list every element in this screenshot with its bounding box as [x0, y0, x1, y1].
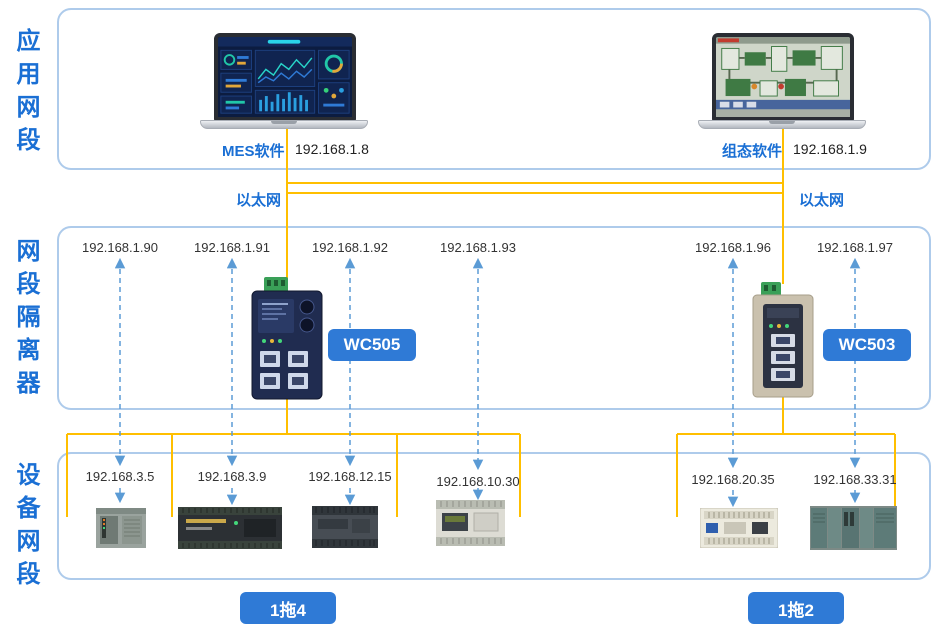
laptop-notch	[769, 121, 795, 124]
mes-software-label: MES软件	[222, 143, 285, 160]
mes-dashboard-screen	[214, 33, 356, 121]
mes-dashboard-screenshot	[218, 37, 352, 117]
ip-label-device: 192.168.10.30	[436, 474, 520, 489]
ip-label-device: 192.168.3.9	[197, 469, 267, 484]
ip-label-device: 192.168.12.15	[308, 469, 392, 484]
ip-label-wan: 192.168.1.93	[440, 240, 516, 255]
wc505-gateway-image	[251, 277, 323, 400]
plc-device-4	[436, 500, 505, 551]
fanout-badge-right: 1拖2	[748, 592, 844, 624]
mes-ip-label: 192.168.1.8	[295, 141, 369, 157]
plc-device-2	[178, 507, 282, 554]
side-label-device-segment: 设备网段	[12, 462, 39, 594]
wc503-badge: WC503	[823, 329, 911, 361]
ip-label-wan: 192.168.1.97	[817, 240, 893, 255]
ip-label-device: 192.168.20.35	[691, 472, 775, 487]
scada-ip-label: 192.168.1.9	[793, 141, 867, 157]
side-label-app-segment: 应用网段	[12, 28, 39, 160]
plc-device-6	[810, 504, 897, 557]
plc-device-2-image	[178, 507, 282, 549]
ip-label-wan: 192.168.1.96	[695, 240, 771, 255]
ethernet-label-right: 以太网	[799, 192, 845, 209]
wc505-gateway-device	[250, 277, 324, 406]
fanout-badge-left: 1拖4	[240, 592, 336, 624]
plc-device-3	[312, 506, 378, 553]
side-label-isolator-segment: 网段隔离器	[12, 238, 39, 403]
wc503-gateway-image	[752, 282, 814, 398]
plc-device-5-image	[699, 507, 779, 549]
ip-label-device: 192.168.3.5	[85, 469, 155, 484]
ip-label-wan: 192.168.1.90	[82, 240, 158, 255]
plc-device-3-image	[312, 506, 378, 548]
scada-screenshot	[716, 37, 850, 117]
ip-label-device: 192.168.33.31	[813, 472, 897, 487]
plc-device-4-image	[436, 500, 505, 546]
scada-screen	[712, 33, 854, 121]
ip-label-wan: 192.168.1.91	[194, 240, 270, 255]
scada-software-label: 组态软件	[722, 143, 783, 160]
plc-device-1	[96, 504, 146, 557]
plc-device-1-image	[96, 508, 146, 548]
ip-label-wan: 192.168.1.92	[312, 240, 388, 255]
plc-device-6-image	[810, 506, 897, 550]
plc-device-5	[699, 507, 779, 553]
laptop-notch	[271, 121, 297, 124]
laptop-scada	[698, 33, 866, 133]
wc505-badge: WC505	[328, 329, 416, 361]
laptop-base	[200, 120, 368, 129]
laptop-mes	[200, 33, 368, 133]
ethernet-label-left: 以太网	[236, 192, 282, 209]
laptop-base	[698, 120, 866, 129]
wc503-gateway-device	[751, 282, 815, 403]
